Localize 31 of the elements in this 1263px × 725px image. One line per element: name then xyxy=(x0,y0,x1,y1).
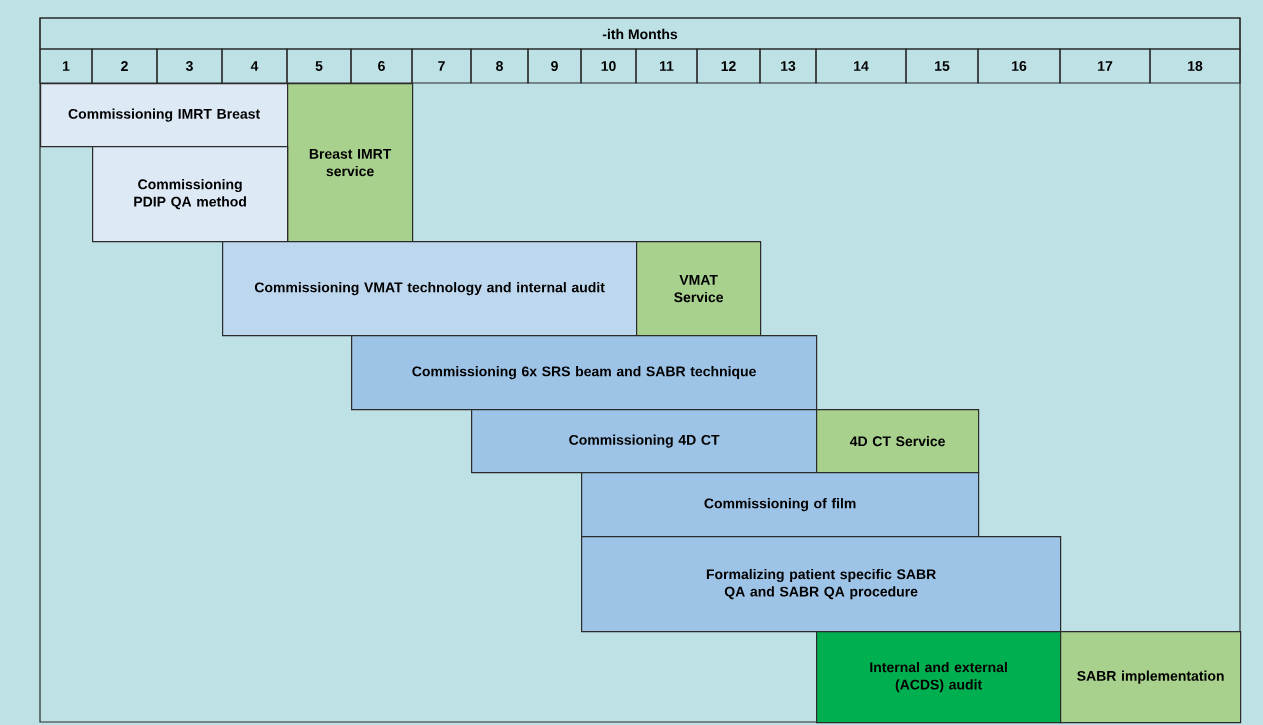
month-cell: 14 xyxy=(815,48,907,84)
month-cell: 12 xyxy=(696,48,761,84)
task-bar: VMAT Service xyxy=(636,241,762,337)
month-cell: 17 xyxy=(1059,48,1151,84)
header-cell: -ith Months xyxy=(39,17,1241,50)
month-cell: 11 xyxy=(635,48,698,84)
month-cell: 3 xyxy=(156,48,223,84)
month-cell: 2 xyxy=(91,48,158,84)
month-cell: 4 xyxy=(221,48,288,84)
month-cell: 15 xyxy=(905,48,979,84)
month-cell: 1 xyxy=(39,48,93,84)
task-bar: Commissioning 6x SRS beam and SABR technique xyxy=(351,335,818,411)
month-cell: 10 xyxy=(580,48,637,84)
task-bar: Internal and external (ACDS) audit xyxy=(816,631,1062,724)
task-bar: Commissioning IMRT Breast xyxy=(40,83,289,148)
task-bar: Commissioning 4D CT xyxy=(471,409,818,474)
task-bar: Breast IMRT service xyxy=(287,83,414,243)
month-cell: 9 xyxy=(527,48,582,84)
month-cell: 5 xyxy=(286,48,352,84)
month-cell: 18 xyxy=(1149,48,1241,84)
task-bar: 4D CT Service xyxy=(816,409,980,474)
month-cell: 16 xyxy=(977,48,1061,84)
task-bar: Commissioning PDIP QA method xyxy=(92,146,289,243)
month-cell: 13 xyxy=(759,48,817,84)
task-bar: SABR implementation xyxy=(1060,631,1242,724)
task-bar: Commissioning of film xyxy=(581,472,980,538)
month-cell: 8 xyxy=(470,48,529,84)
month-cell: 6 xyxy=(350,48,413,84)
task-bar: Formalizing patient specific SABR QA and SABR QA procedure xyxy=(581,536,1062,633)
task-bar: Commissioning VMAT technology and internal audit xyxy=(222,241,638,337)
month-cell: 7 xyxy=(411,48,472,84)
